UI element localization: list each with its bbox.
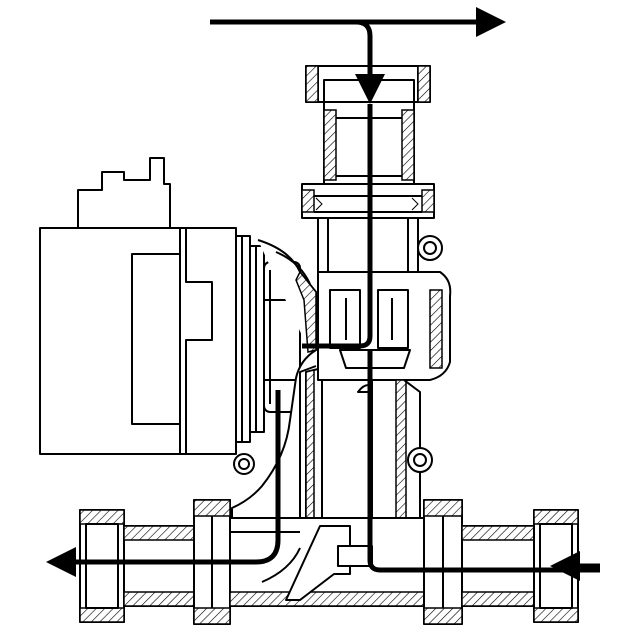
motor-housing xyxy=(39,157,301,475)
bypass-flap xyxy=(285,525,351,601)
bottom-pipe xyxy=(79,499,579,625)
flow-to-pump xyxy=(302,104,373,349)
bypass-seat xyxy=(337,545,373,567)
valve-body xyxy=(301,65,452,521)
terminal-box xyxy=(77,157,171,231)
flow-path xyxy=(46,7,600,581)
flow-riser xyxy=(367,350,600,573)
flow-pump-discharge xyxy=(60,390,281,565)
